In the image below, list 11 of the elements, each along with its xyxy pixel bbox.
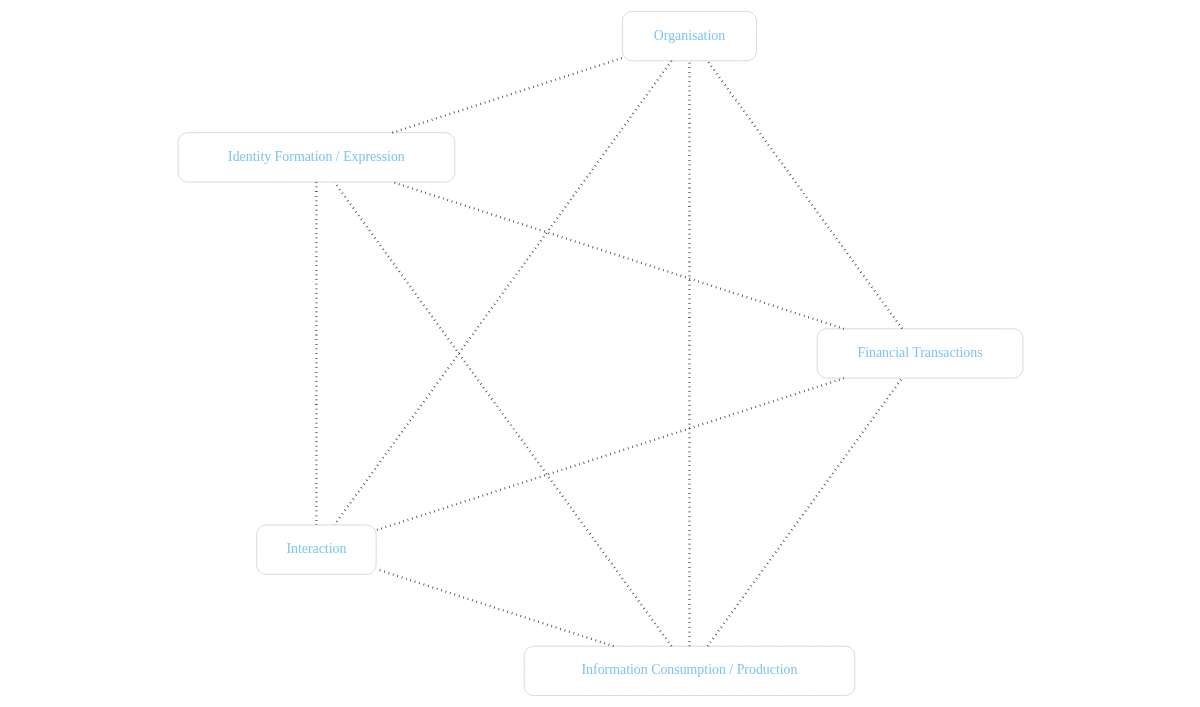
connector [391,56,623,134]
connector [706,377,903,647]
connector [706,60,903,330]
connector [391,180,844,330]
node-box: Information Consumption / Production [523,645,855,696]
node-box: Identity Formation / Expression [177,132,455,183]
node-box: Interaction [255,524,376,575]
connector [314,182,318,525]
node-box: Financial Transactions [816,328,1023,379]
node-box: Organisation [621,11,757,62]
connector [375,377,844,532]
